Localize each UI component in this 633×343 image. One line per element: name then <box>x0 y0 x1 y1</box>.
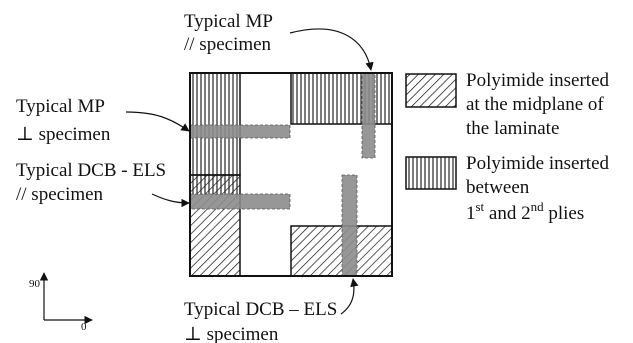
legend-diagonal-swatch <box>405 73 457 108</box>
legend-vertical-swatch <box>405 156 457 190</box>
legend: Polyimide inserted at the midplane of th… <box>405 70 610 224</box>
bottom-right-diagonal-insert <box>290 225 393 277</box>
left-overlap-vertical-strip <box>190 175 240 195</box>
top-mp-label-line2: // specimen <box>184 34 272 55</box>
plate-outline <box>189 72 393 277</box>
bottom-dcb-label-line2: ⊥ specimen <box>184 324 279 343</box>
legend-vertical-line2: between <box>466 177 530 198</box>
orientation-axes: 90 0 <box>29 272 93 333</box>
legend-diagonal-line1: Polyimide inserted <box>466 70 610 91</box>
legend-diagonal-line2: at the midplane of <box>466 94 604 115</box>
top-left-vertical-insert <box>189 72 241 176</box>
left-mp-label-line2: ⊥ specimen <box>16 124 111 145</box>
mp-vertical-specimen <box>361 72 376 159</box>
bottom-dcb-leader <box>340 278 359 315</box>
legend-vertical-line3: 1st and 2nd plies <box>466 199 584 224</box>
mp-horizontal-specimen <box>189 124 291 139</box>
legend-vertical-line1: Polyimide inserted <box>466 153 610 174</box>
laminate-plate <box>189 72 393 277</box>
top-mp-leader <box>289 28 374 71</box>
left-dcb-leader <box>151 193 190 208</box>
dcb-horizontal-specimen <box>189 193 291 210</box>
left-dcb-label-line2: // specimen <box>16 184 104 205</box>
dcb-vertical-specimen <box>341 174 358 277</box>
x-axis-label: 0 <box>81 321 87 333</box>
left-mp-label-line1: Typical MP <box>16 96 105 117</box>
y-axis-label: 90 <box>29 278 41 290</box>
top-mp-label-line1: Typical MP <box>184 11 273 32</box>
left-dcb-label-line1: Typical DCB - ELS <box>16 160 166 181</box>
bottom-dcb-label-line1: Typical DCB – ELS <box>184 299 337 320</box>
top-right-vertical-insert <box>290 72 393 125</box>
legend-diagonal-line3: the laminate <box>466 118 559 139</box>
left-mp-leader <box>125 111 190 132</box>
